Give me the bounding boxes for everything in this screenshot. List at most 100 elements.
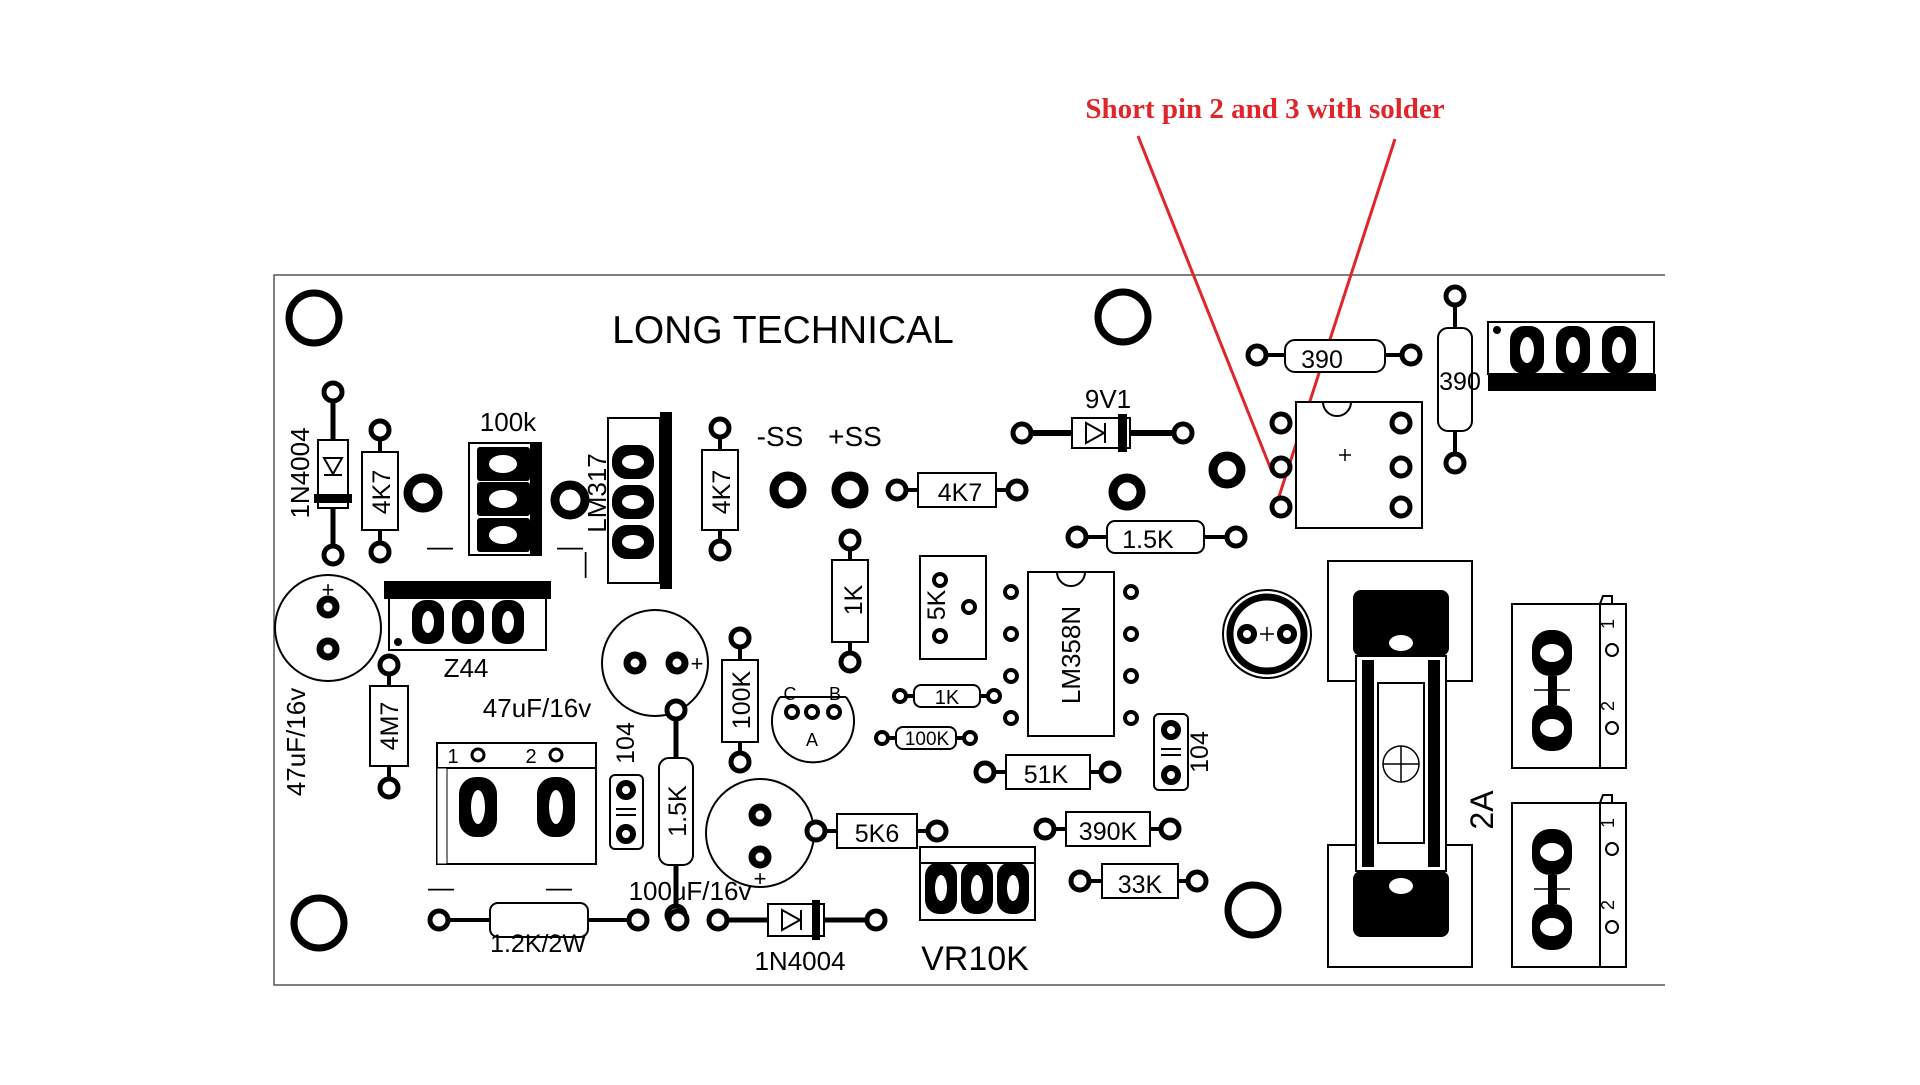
resistor-5k6	[804, 813, 949, 849]
capacitor-47uf-left: +	[274, 574, 382, 682]
label-9v1: 9V1	[1085, 384, 1131, 414]
resistor-4k7-mid	[701, 416, 739, 562]
label-47uf-middle: 47uF/16v	[483, 693, 591, 723]
label-5k: 5K	[923, 589, 951, 620]
ic-pin-2	[1269, 455, 1293, 479]
label-1k-small: 1K	[935, 687, 960, 709]
label-47uf-left: 47uF/16v	[281, 688, 311, 796]
label-100k-small: 100K	[905, 729, 950, 750]
label-5k6: 5K6	[855, 820, 899, 848]
zener-9v1	[1010, 414, 1195, 452]
mounting-holes	[285, 288, 1282, 952]
connector-right-bottom	[1511, 794, 1627, 968]
label-1n4004-left: 1N4004	[285, 427, 315, 518]
resistor-4k7-left	[361, 418, 399, 564]
optocoupler-ic	[1269, 401, 1423, 529]
label-lm317: LM317	[582, 453, 612, 533]
label-390k: 390K	[1079, 818, 1138, 846]
label-ss-negative: -SS	[757, 421, 804, 452]
connector-bottom-pin-2: 2	[1598, 900, 1618, 910]
mounting-hole	[290, 894, 348, 952]
label-transistor-c: C	[784, 684, 797, 704]
label-104-right: 104	[1186, 731, 1214, 773]
label-lm358n: LM358N	[1056, 606, 1086, 704]
label-100k-vertical: 100K	[728, 670, 756, 729]
label-transistor-a: A	[806, 730, 818, 750]
resistor-390-vertical	[1437, 284, 1473, 475]
mounting-hole	[285, 289, 343, 347]
capacitor-104-right	[1153, 713, 1189, 791]
label-transistor-b: B	[829, 684, 841, 704]
minus-sign: —	[557, 531, 583, 561]
connector-bottom-pin-1: 1	[1598, 818, 1618, 828]
resistor-1k-vertical	[831, 528, 869, 674]
label-1k5-horizontal: 1.5K	[1122, 526, 1174, 554]
resistor-100k-vertical	[721, 626, 759, 774]
label-z44: Z44	[444, 653, 489, 683]
minus-sign: —	[428, 872, 454, 902]
ic-pin-3	[1269, 495, 1293, 519]
pad	[1208, 451, 1246, 489]
capacitor-104-left	[609, 774, 644, 850]
label-100uf: 100uF/16v	[629, 876, 752, 906]
resistor-1k2-2w	[427, 902, 650, 938]
board-outline	[273, 274, 1665, 986]
capacitor-100uf: +	[705, 778, 815, 891]
fuse-holder-2a	[1327, 560, 1473, 968]
resistor-1k5-horizontal	[1065, 520, 1248, 554]
mounting-hole	[1094, 288, 1152, 346]
label-ss-positive: +SS	[828, 421, 882, 452]
diode-1n4004-bottom	[706, 900, 888, 940]
pad-ss-negative	[769, 471, 807, 509]
terminal-pin-1-label: 1	[447, 746, 458, 768]
diode-1n4004-left	[314, 380, 352, 567]
label-1k5-vertical: 1.5K	[664, 785, 692, 837]
pad	[1108, 473, 1146, 511]
connector-right-top	[1511, 595, 1627, 769]
regulator-lm317	[607, 412, 672, 589]
resistor-390k	[1033, 811, 1182, 847]
svg-text:+: +	[691, 651, 704, 676]
ic-lm358n	[1003, 571, 1139, 737]
terminal-pin-2-label: 2	[525, 746, 536, 768]
label-104-left: 104	[612, 722, 640, 764]
resistor-390-horizontal	[1245, 339, 1423, 373]
board-title: LONG TECHNICAL	[612, 309, 954, 352]
trimmer-5k	[919, 555, 987, 660]
label-4k7-left: 4K7	[368, 470, 396, 514]
label-vr10k: VR10K	[921, 940, 1029, 978]
led	[1222, 589, 1312, 679]
connector-top-pin-1: 1	[1598, 619, 1618, 629]
pad	[403, 473, 443, 513]
svg-text:+: +	[754, 866, 767, 891]
trimmer-100k	[468, 442, 542, 556]
resistor-100k-small	[874, 726, 978, 750]
minus-sign: —	[568, 552, 598, 578]
resistor-4m7	[369, 653, 409, 800]
annotation-text: Short pin 2 and 3 with solder	[1085, 93, 1444, 125]
resistor-51k	[973, 754, 1122, 790]
label-fuse-2a: 2A	[1464, 790, 1500, 830]
transistor-to92	[771, 696, 855, 764]
annotation-arrow-pin3	[1271, 138, 1397, 516]
capacitor-47uf-middle: +	[601, 609, 709, 717]
header-3pin-top-right	[1487, 321, 1656, 391]
label-1k2-2w: 1.2K/2W	[490, 930, 586, 958]
label-390-vertical: 390	[1439, 368, 1481, 396]
mounting-hole	[1224, 881, 1282, 939]
pad-ss-positive	[831, 471, 869, 509]
connector-top-pin-2: 2	[1598, 701, 1618, 711]
resistor-4k7-horizontal	[885, 472, 1029, 508]
label-33k: 33K	[1118, 871, 1163, 899]
pad	[666, 908, 690, 932]
label-51k: 51K	[1024, 761, 1069, 789]
annotation-arrow-pin2	[1136, 135, 1274, 473]
label-4m7: 4M7	[376, 702, 404, 751]
terminal-block-2pin	[436, 742, 597, 865]
potentiometer-vr10k	[919, 846, 1036, 921]
minus-sign: —	[427, 531, 453, 561]
label-1n4004-bottom: 1N4004	[754, 946, 845, 976]
label-1k-vertical: 1K	[840, 584, 868, 615]
label-4k7-horizontal: 4K7	[938, 479, 982, 507]
